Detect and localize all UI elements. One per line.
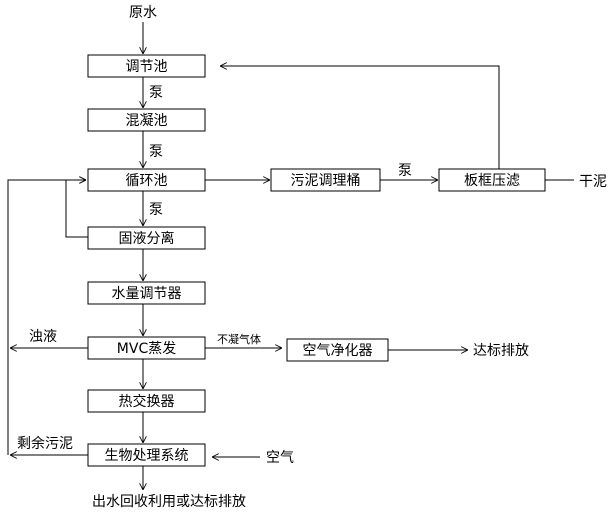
pump-label-4: 泵: [398, 163, 412, 179]
discharge-standard-label: 达标排放: [473, 343, 529, 359]
raw-water-label: 原水: [129, 5, 157, 21]
water-regulator-box: 水量调节器: [87, 281, 206, 305]
regulating-tank-box: 调节池: [87, 54, 206, 78]
plate-filter-press-box: 板框压滤: [438, 168, 546, 192]
excess-sludge-label: 剩余污泥: [17, 435, 73, 452]
circulation-tank-label: 循环池: [126, 173, 168, 189]
air-label: 空气: [266, 450, 294, 466]
mvc-evaporation-label: MVC蒸发: [117, 341, 176, 357]
plate-filter-press-label: 板框压滤: [464, 173, 520, 189]
heat-exchanger-label: 热交换器: [119, 393, 175, 410]
sludge-conditioning-tank-box: 污泥调理桶: [270, 168, 381, 192]
non-condensable-gas-label: 不凝气体: [217, 332, 261, 346]
turbid-liquid-label: 浊液: [29, 329, 57, 345]
solid-liquid-separation-box: 固液分离: [87, 226, 206, 250]
coagulation-tank-label: 混凝池: [126, 113, 168, 129]
bio-treatment-box: 生物处理系统: [87, 443, 206, 467]
bio-treatment-label: 生物处理系统: [105, 448, 189, 464]
pump-label-2: 泵: [149, 144, 163, 160]
sludge-conditioning-tank-label: 污泥调理桶: [291, 173, 361, 189]
regulating-tank-label: 调节池: [126, 59, 168, 75]
arrow-left-return-line: [7, 180, 86, 455]
coagulation-tank-box: 混凝池: [87, 108, 206, 132]
heat-exchanger-box: 热交换器: [87, 389, 206, 413]
arrow-filtrate-return: [220, 66, 500, 169]
dry-sludge-label: 干泥: [579, 174, 607, 190]
air-purifier-label: 空气净化器: [303, 343, 373, 359]
water-regulator-label: 水量调节器: [112, 286, 182, 302]
solid-liquid-separation-label: 固液分离: [119, 230, 175, 247]
outlet-label: 出水回收利用或达标排放: [92, 494, 246, 510]
arrow-separation-recycle: [65, 180, 88, 238]
pump-label-3: 泵: [149, 202, 163, 218]
mvc-evaporation-box: MVC蒸发: [87, 336, 206, 360]
air-purifier-box: 空气净化器: [286, 338, 389, 362]
pump-label-1: 泵: [149, 85, 163, 101]
circulation-tank-box: 循环池: [87, 168, 206, 192]
